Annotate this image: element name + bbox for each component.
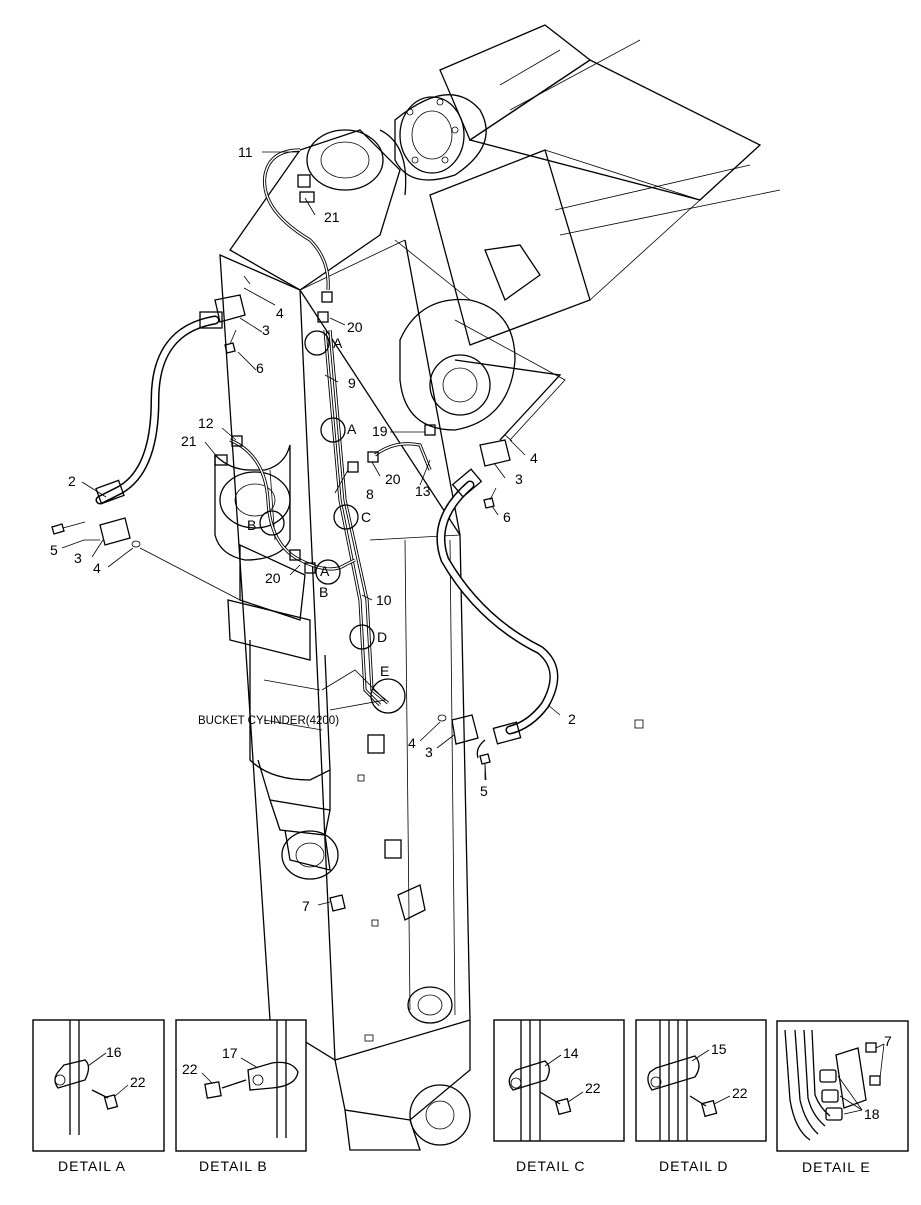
callout-13: 13: [415, 483, 431, 499]
callout-A: A: [333, 335, 343, 351]
callout-A-third: A: [320, 563, 330, 579]
detail-c-part-22: 22: [585, 1080, 601, 1096]
callout-19: 19: [372, 423, 388, 439]
callout-21: 21: [324, 209, 340, 225]
leader-lines: [61, 151, 566, 906]
fittings: [51, 174, 513, 912]
callout-12: 12: [198, 415, 214, 431]
callout-20-right: 20: [385, 471, 401, 487]
hoses: [95, 311, 559, 759]
detail-a-part-22: 22: [130, 1074, 146, 1090]
callout-E: E: [380, 663, 389, 679]
detail-d-panel: 15 22 DETAIL D: [635, 1019, 767, 1174]
detail-c-part-14: 14: [563, 1045, 579, 1061]
bucket-cylinder-label: BUCKET CYLINDER(4200): [198, 715, 339, 727]
detail-d-part-15: 15: [711, 1041, 727, 1057]
callout-A-second: A: [347, 421, 357, 437]
detail-a-caption: DETAIL A: [58, 1158, 126, 1174]
callout-20-left: 20: [265, 570, 281, 586]
detail-a-part-16: 16: [106, 1044, 122, 1060]
detail-e-part-18: 18: [864, 1106, 880, 1122]
callout-7: 7: [302, 898, 310, 914]
detail-b-part-17: 17: [222, 1045, 238, 1061]
detail-b-panel: 17 22 DETAIL B: [175, 1019, 307, 1174]
detail-e-nut-1: [865, 1042, 877, 1053]
callout-3: 3: [262, 322, 270, 338]
callout-11: 11: [238, 144, 253, 160]
detail-e-fitting-1: [819, 1069, 837, 1083]
callout-C: C: [361, 509, 371, 525]
detail-e-fitting-3: [825, 1107, 843, 1121]
callout-5: 5: [50, 542, 58, 558]
callout-2-left: 2: [68, 473, 76, 489]
callout-10: 10: [376, 592, 392, 608]
callout-9: 9: [348, 375, 356, 391]
callout-D: D: [377, 629, 387, 645]
detail-c-panel: 14 22 DETAIL C: [493, 1019, 625, 1174]
callout-4: 4: [276, 305, 284, 321]
detail-e-nut-2: [869, 1075, 881, 1086]
callout-3-bottom: 3: [425, 744, 433, 760]
detail-e-panel: 7 18 DETAIL E: [776, 1020, 909, 1175]
callout-B-second: B: [319, 584, 328, 600]
callout-6-right: 6: [503, 509, 511, 525]
detail-b-part-22: 22: [182, 1061, 198, 1077]
detail-b-caption: DETAIL B: [199, 1158, 268, 1174]
detail-d-caption: DETAIL D: [659, 1158, 728, 1174]
callout-4-bottom: 4: [408, 735, 416, 751]
boom-structure: [394, 24, 781, 441]
pipes: [229, 148, 432, 707]
callout-3-right: 3: [515, 471, 523, 487]
detail-e-part-7: 7: [884, 1033, 892, 1049]
arm-structure: [219, 129, 644, 1151]
bucket-cylinder: [214, 444, 339, 880]
callout-20: 20: [347, 319, 363, 335]
callout-2-right: 2: [568, 711, 576, 727]
detail-c-caption: DETAIL C: [516, 1158, 585, 1174]
detail-markers: [259, 330, 406, 714]
callout-labels: 11 21 4 3 20 A 6 9 19 A 4 12 21 20 3 13 …: [50, 144, 576, 914]
callout-6: 6: [256, 360, 264, 376]
callout-5-bottom: 5: [480, 783, 488, 799]
detail-e-caption: DETAIL E: [802, 1159, 871, 1175]
callout-B: B: [247, 517, 256, 533]
callout-8: 8: [366, 486, 374, 502]
callout-4-left: 4: [93, 560, 101, 576]
detail-e-fitting-2: [821, 1089, 839, 1103]
detail-d-part-22: 22: [732, 1085, 748, 1101]
detail-a-panel: 16 22 DETAIL A: [32, 1019, 165, 1174]
callout-21-lower: 21: [181, 433, 197, 449]
callout-4-right: 4: [530, 450, 538, 466]
callout-3-left: 3: [74, 550, 82, 566]
